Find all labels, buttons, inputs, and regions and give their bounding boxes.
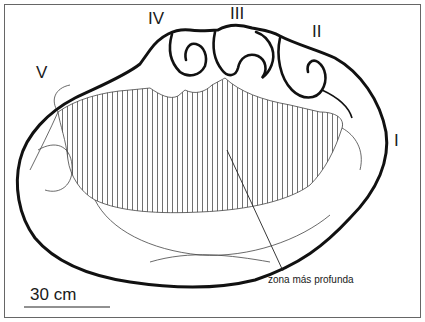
lobe-number: II [312,23,321,40]
scale-label: 30 cm [30,286,76,303]
lobe-iv [170,34,206,75]
lobe-ii [279,38,326,98]
lobe-ii-rim [322,90,352,118]
zone-label: zona más profunda [268,275,354,285]
contour [95,200,330,255]
basin-outline [17,25,386,287]
lobe-number: IV [148,10,164,27]
lobe-number: III [230,5,244,22]
leader-line [227,150,283,271]
frame [5,5,421,318]
lobe-number: I [394,132,399,149]
deep-zone-outline [58,78,343,213]
contour [342,128,361,170]
hatching [50,80,350,220]
scale-bar [24,307,110,308]
lobe-iii [214,32,274,78]
contour [150,255,270,262]
contour [38,145,72,191]
lobe-number: V [36,64,47,81]
